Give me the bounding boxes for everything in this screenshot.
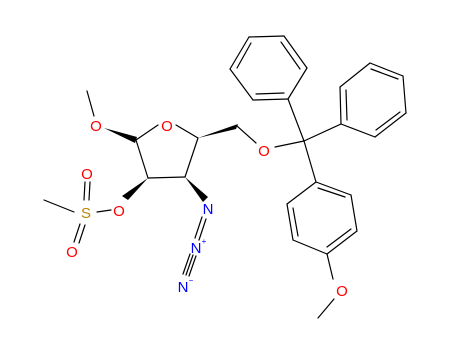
ether-oxygen-label: O — [258, 143, 270, 160]
azide-group — [182, 177, 208, 277]
wedge-bond — [104, 128, 137, 143]
aryl-methoxy-oxygen-label: O — [336, 283, 348, 300]
azide-n3-label: N — [178, 279, 189, 296]
methoxy-oxygen-label: O — [90, 118, 102, 135]
atom-labels: O O O S O O O N N + N − O — [66, 118, 348, 300]
sulfur-label: S — [81, 205, 91, 222]
ring-oxygen-label: O — [161, 118, 173, 135]
azide-n1-label: N — [203, 201, 214, 218]
furanose-ring — [135, 124, 199, 179]
anomeric-methoxy — [86, 90, 137, 143]
phenyl-ring-2 — [339, 62, 407, 138]
wedge-bond — [122, 178, 148, 200]
trityl-center — [287, 98, 342, 183]
wedge-bond — [185, 177, 208, 202]
mesylate-group — [43, 178, 148, 244]
azide-n3-charge: − — [189, 276, 194, 285]
mesyl-ester-oxygen-label: O — [113, 203, 125, 220]
anisyl-ring — [286, 181, 358, 319]
sulfonyl-oxygen-bottom-label: O — [66, 244, 78, 261]
azide-n2-label: N — [191, 240, 202, 257]
trityl-ether-linker — [198, 124, 305, 148]
sulfonyl-oxygen-top-label: O — [81, 166, 93, 183]
wedge-bond — [198, 124, 238, 138]
phenyl-ring-1 — [229, 35, 308, 101]
azide-n2-charge: + — [202, 237, 207, 246]
